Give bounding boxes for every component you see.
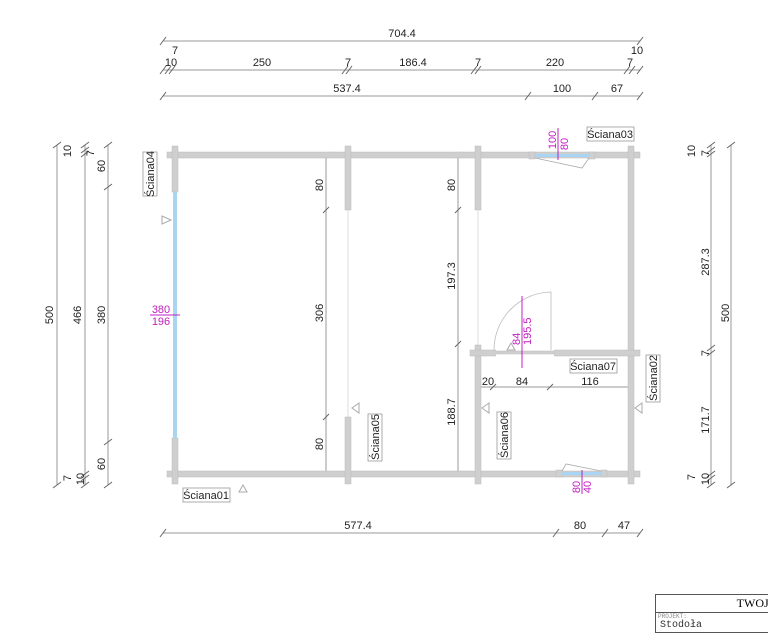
dim-7: 7 bbox=[700, 350, 712, 356]
dim-10: 10 bbox=[700, 473, 712, 485]
dim-7: 7 bbox=[85, 150, 97, 156]
view-markers bbox=[161, 215, 643, 493]
window-height: 196 bbox=[152, 316, 170, 328]
dim-10: 10 bbox=[165, 57, 177, 69]
left-window[interactable]: 380 196 bbox=[150, 192, 180, 438]
dim-7: 7 bbox=[700, 150, 712, 156]
right-dimensions: 10 7 287.3 7 171.7 7 10 500 bbox=[686, 141, 736, 489]
dim-total-width: 704.4 bbox=[388, 28, 416, 40]
window-width: 80 bbox=[571, 481, 583, 493]
dim-197-3: 197.3 bbox=[446, 262, 458, 290]
dim-577-4: 577.4 bbox=[344, 520, 372, 532]
dim-466: 466 bbox=[72, 306, 84, 324]
dim-116: 116 bbox=[581, 376, 599, 388]
wall-label-05[interactable]: Ściana05 bbox=[369, 414, 382, 460]
dim-10: 10 bbox=[75, 473, 87, 485]
dim-171-7: 171.7 bbox=[700, 406, 712, 434]
dim-84: 84 bbox=[516, 376, 528, 388]
dim-306: 306 bbox=[314, 304, 326, 322]
wall-label-06[interactable]: Ściana06 bbox=[498, 412, 511, 458]
dim-220: 220 bbox=[546, 57, 564, 69]
dim-186-4: 186.4 bbox=[399, 57, 427, 69]
wall-label-04[interactable]: Ściana04 bbox=[144, 151, 157, 197]
door-height: 195.5 bbox=[522, 317, 534, 345]
left-dimensions: 500 466 380 10 7 60 7 10 60 bbox=[44, 141, 113, 489]
dim-80: 80 bbox=[314, 179, 326, 191]
dim-500: 500 bbox=[44, 306, 56, 324]
dim-60: 60 bbox=[96, 160, 108, 172]
project-label: PROJEKT: bbox=[658, 613, 687, 620]
title-block-header: TWOJE bbox=[736, 596, 768, 610]
dim-250: 250 bbox=[253, 57, 271, 69]
dim-188-7: 188.7 bbox=[446, 398, 458, 426]
dim-7: 7 bbox=[62, 475, 74, 481]
door[interactable]: 84 195.5 bbox=[493, 291, 552, 368]
wall-label-02[interactable]: Ściana02 bbox=[647, 355, 660, 401]
top-dimensions: 704.4 7 10 250 7 186.4 7 220 7 10 537.4 … bbox=[159, 28, 644, 101]
window-width: 380 bbox=[152, 304, 170, 316]
dim-500: 500 bbox=[720, 304, 732, 322]
window-height: 40 bbox=[582, 481, 594, 493]
dim-7: 7 bbox=[172, 45, 178, 57]
bottom-dimensions: 577.4 80 47 bbox=[159, 520, 644, 538]
window-height: 80 bbox=[559, 138, 571, 150]
dim-10: 10 bbox=[686, 145, 698, 157]
window-width: 100 bbox=[547, 131, 559, 149]
dim-287-3: 287.3 bbox=[700, 248, 712, 276]
dim-80: 80 bbox=[446, 179, 458, 191]
dim-7: 7 bbox=[627, 57, 633, 69]
walls bbox=[166, 145, 641, 485]
title-block: TWOJE PROJEKT: Stodoła bbox=[655, 594, 768, 633]
wall-label-07[interactable]: Ściana07 bbox=[570, 360, 616, 373]
dim-67: 67 bbox=[611, 83, 623, 95]
project-name: Stodoła bbox=[660, 620, 703, 631]
bottom-window[interactable]: 80 40 bbox=[555, 463, 608, 494]
dim-7: 7 bbox=[345, 57, 351, 69]
dim-7: 7 bbox=[686, 474, 698, 480]
dim-60: 60 bbox=[96, 458, 108, 470]
dim-80: 80 bbox=[314, 438, 326, 450]
dim-100: 100 bbox=[553, 83, 571, 95]
dim-80: 80 bbox=[574, 520, 586, 532]
wall-label-01[interactable]: Ściana01 bbox=[183, 489, 229, 502]
dim-537-4: 537.4 bbox=[333, 83, 361, 95]
top-window[interactable]: 100 80 bbox=[528, 128, 596, 169]
dim-380: 380 bbox=[96, 306, 108, 324]
dim-20: 20 bbox=[482, 376, 494, 388]
dim-47: 47 bbox=[618, 520, 630, 532]
wall-labels: Ściana04 Ściana01 Ściana03 Ściana05 Ścia… bbox=[142, 126, 661, 503]
wall-label-03[interactable]: Ściana03 bbox=[587, 128, 633, 141]
interior-dimensions: 80 306 80 80 197.3 188.7 20 84 116 bbox=[314, 151, 635, 478]
dim-10: 10 bbox=[62, 145, 74, 157]
dim-10: 10 bbox=[631, 45, 643, 57]
door-width: 84 bbox=[511, 333, 523, 345]
dim-7: 7 bbox=[475, 57, 481, 69]
